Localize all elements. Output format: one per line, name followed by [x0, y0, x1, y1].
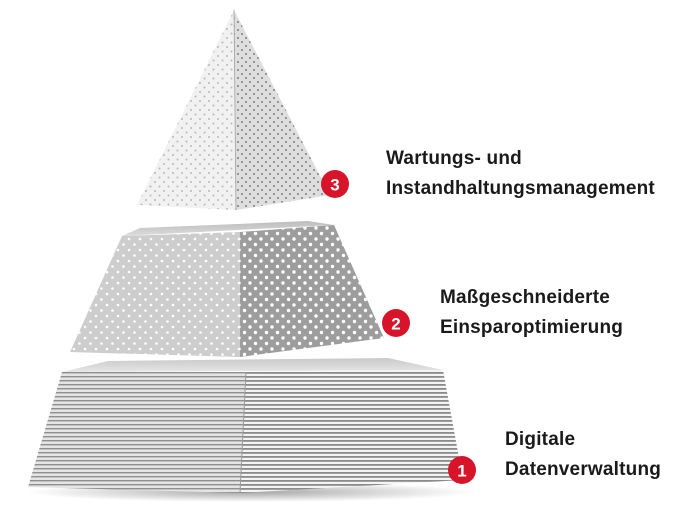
level-2-label-line2: Einsparoptimierung	[440, 317, 624, 338]
level-2-label: Maßgeschneiderte Einsparoptimierung	[440, 283, 623, 343]
badge-2: 2	[382, 309, 410, 337]
badge-1-number: 1	[457, 462, 466, 481]
pyramid-level-3	[137, 9, 330, 211]
level-3-edge	[233, 9, 237, 211]
level-1-edge	[239, 371, 247, 494]
badge-2-circle	[382, 309, 410, 337]
level-2-top-face	[122, 221, 334, 236]
level-2-side-face	[240, 225, 384, 357]
level-1-label: Digitale Datenverwaltung	[505, 425, 661, 485]
level-3-front-face	[137, 10, 236, 210]
badge-3-circle	[321, 170, 349, 198]
level-3-label: Wartungs- und Instandhaltungsmanagement	[386, 144, 655, 204]
badge-2-number: 2	[391, 315, 400, 334]
level-3-side-face	[234, 10, 330, 210]
level-1-side-face	[240, 370, 463, 493]
level-2-label-line1: Maßgeschneiderte	[440, 287, 611, 308]
level-3-label-line2: Instandhaltungsmanagement	[386, 178, 655, 199]
pyramid-level-2	[70, 221, 384, 357]
badge-3: 3	[321, 170, 349, 198]
level-1-label-line1: Digitale	[505, 429, 576, 450]
level-1-label-line2: Datenverwaltung	[505, 459, 662, 480]
level-2-front-face	[70, 232, 240, 357]
badge-1: 1	[448, 456, 476, 484]
badge-3-number: 3	[330, 176, 339, 195]
level-1-front-face	[28, 372, 246, 493]
level-1-top-face	[62, 358, 443, 372]
badge-1-circle	[448, 456, 476, 484]
pyramid-level-1	[28, 358, 463, 494]
level-3-label-line1: Wartungs- und	[386, 148, 522, 169]
